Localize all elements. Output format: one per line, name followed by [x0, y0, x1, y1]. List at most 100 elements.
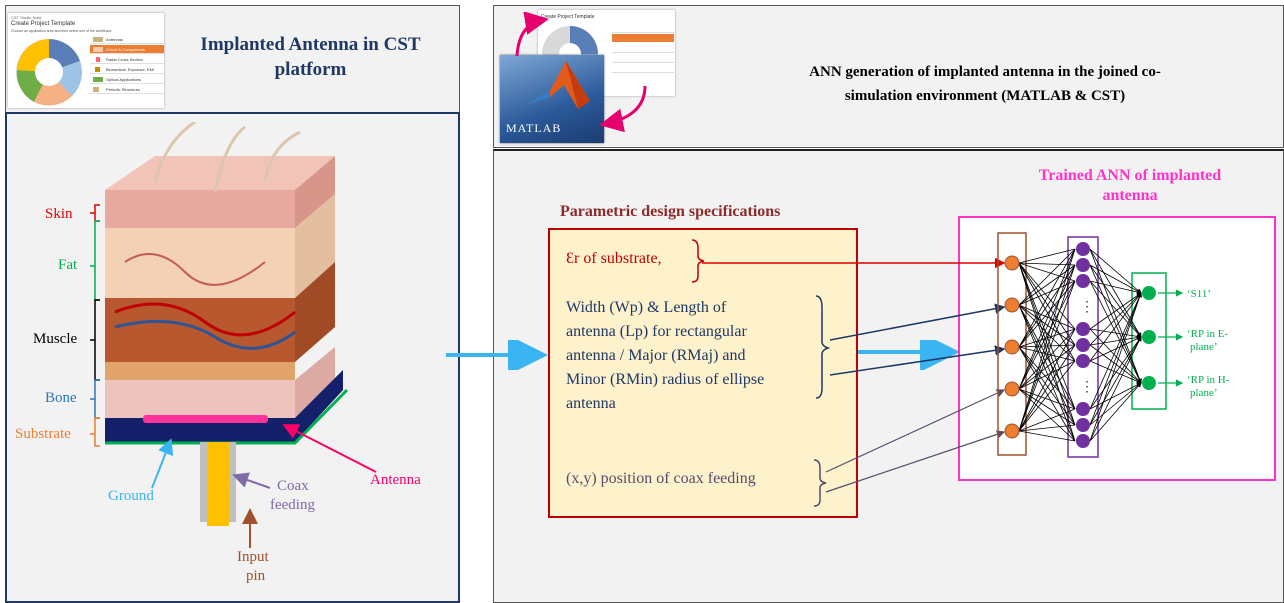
ann-edge: [1089, 280, 1142, 295]
cst-menu-small-item: [612, 54, 674, 63]
hidden-ellipsis-2: ⋮: [1080, 380, 1094, 395]
matlab-membrane-icon: [525, 61, 590, 109]
ann-edge: [1089, 382, 1142, 410]
ann-edge: [1089, 292, 1142, 426]
ann-edge: [1089, 280, 1142, 384]
ann-edge: [1089, 336, 1142, 426]
output-label-h-plane-line2: plane’: [1190, 387, 1217, 399]
ann-edges: [1018, 248, 1142, 442]
ann-edge: [1089, 382, 1142, 442]
ann-edge: [1018, 248, 1076, 390]
ann-edge: [1018, 264, 1076, 432]
ann-edge: [1018, 304, 1076, 346]
ann-edge: [1089, 360, 1142, 384]
matlab-logo-tile: MATLAB: [500, 55, 604, 143]
ann-edge: [1018, 360, 1076, 432]
ann-edge: [1018, 430, 1076, 442]
label-coax-line1: Coax: [277, 478, 309, 494]
output-label-h-plane-line1: ‘RP in H-: [1187, 374, 1230, 386]
ann-edge: [1018, 408, 1076, 432]
cst-menu-item[interactable]: Antennas: [90, 35, 164, 44]
spec-dims-line: Minor (RMin) radius of ellipse: [566, 371, 765, 388]
cst-wheel-graphic: [16, 39, 83, 106]
ann-edge: [1018, 346, 1076, 426]
spec-dims: Width (Wp) & Length of antenna (Lp) for …: [566, 296, 764, 416]
ann-edge: [1089, 264, 1142, 338]
ann-edge: [1018, 304, 1076, 426]
specs-box: Ɛr of substrate, Width (Wp) & Length of …: [548, 228, 858, 518]
cst-menu-item[interactable]: Optical Applications: [90, 75, 164, 84]
ann-edge: [1018, 248, 1076, 432]
label-coax-line2: feeding: [270, 497, 315, 513]
ann-network: ⋮ ⋮ ‘S11’ ‘RP in E- plane’ ‘RP in H- pla…: [702, 232, 1230, 493]
ann-title: Trained ANN of implanted antenna: [1030, 166, 1230, 206]
cst-menu-item[interactable]: Periodic Structures: [90, 85, 164, 94]
cst-menu-item[interactable]: Radar Cross Section: [90, 55, 164, 64]
ann-edge: [1089, 292, 1142, 410]
ann-edge: [1018, 280, 1076, 432]
ann-edge: [1018, 262, 1076, 426]
ann-edge: [1089, 264, 1142, 384]
ann-edge: [1018, 262, 1076, 362]
right-panel-title: ANN generation of implanted antenna in t…: [700, 60, 1270, 108]
specs-heading: Parametric design specifications: [560, 203, 781, 220]
tissue-brackets: [90, 204, 100, 447]
ann-edge: [1089, 336, 1142, 362]
ann-edge: [1018, 388, 1076, 426]
cst-thumbnail: CST Studio Suite Create Project Template…: [8, 13, 164, 108]
left-panel-title: Implanted Antenna in CST platform: [168, 32, 453, 82]
spec-dims-line: antenna: [566, 395, 616, 412]
ann-edge: [1018, 328, 1076, 390]
ann-edge: [1018, 344, 1076, 390]
hidden-ellipsis-1: ⋮: [1080, 300, 1094, 315]
ann-edge: [1089, 382, 1142, 426]
ann-edge: [1018, 248, 1076, 348]
ann-edge: [1089, 328, 1142, 384]
cst-menu-item-selected[interactable]: Circuit & Components: [90, 45, 164, 54]
ann-edge: [1018, 262, 1076, 410]
spec-dims-line: antenna / Major (RMaj) and: [566, 347, 746, 364]
ann-edge: [1089, 264, 1142, 294]
ann-edge: [1018, 304, 1076, 362]
ann-edge: [1089, 328, 1142, 339]
ann-edge: [1018, 328, 1076, 348]
ann-edge: [1089, 248, 1142, 294]
ann-edge: [1018, 328, 1076, 432]
spec-dims-line: Width (Wp) & Length of: [566, 299, 727, 316]
right-title-line2: simulation environment (MATLAB & CST): [844, 88, 1126, 104]
matlab-label: MATLAB: [506, 121, 562, 135]
ann-edge: [1018, 304, 1076, 330]
label-input-pin-line1: Input: [237, 549, 269, 565]
label-fat: Fat: [58, 257, 78, 273]
ann-edge: [1018, 344, 1076, 432]
bottom-pointer-arrows: [151, 424, 377, 548]
cst-menu-small: [612, 24, 674, 84]
spec-braces: [691, 239, 831, 507]
ann-edge: [1089, 292, 1142, 442]
output-label-e-plane-line1: ‘RP in E-: [1187, 328, 1228, 340]
ann-edge: [1089, 292, 1142, 362]
ann-edge: [1089, 292, 1142, 346]
ann-title-line2: antenna: [1102, 187, 1158, 204]
cst-menu-small-item: [612, 24, 674, 33]
ann-edge: [1089, 335, 1142, 346]
output-label-e-plane-line2: plane’: [1190, 341, 1217, 353]
ann-edge: [1089, 280, 1142, 338]
cst-subtitle: Choose an application area and then sele…: [11, 29, 113, 33]
cst-menu-item[interactable]: Biomedical, Exposure, EMI: [90, 65, 164, 74]
ann-edge: [1018, 360, 1076, 390]
cst-menu-small-item: [612, 44, 674, 53]
ann-edge: [1018, 424, 1076, 432]
co-simulation-arrows: [515, 12, 647, 132]
ann-edge: [1018, 346, 1076, 410]
ann-edge: [1018, 304, 1076, 442]
ann-edge: [1089, 336, 1142, 410]
ann-edge: [1089, 248, 1142, 338]
left-title-line2: platform: [274, 59, 347, 80]
ann-edge: [1089, 336, 1142, 442]
cst-menu-small-item: [612, 64, 674, 73]
cst-menu-small-selected: [612, 34, 674, 42]
label-muscle: Muscle: [33, 331, 78, 347]
label-substrate: Substrate: [15, 426, 71, 442]
label-bone: Bone: [45, 390, 77, 406]
